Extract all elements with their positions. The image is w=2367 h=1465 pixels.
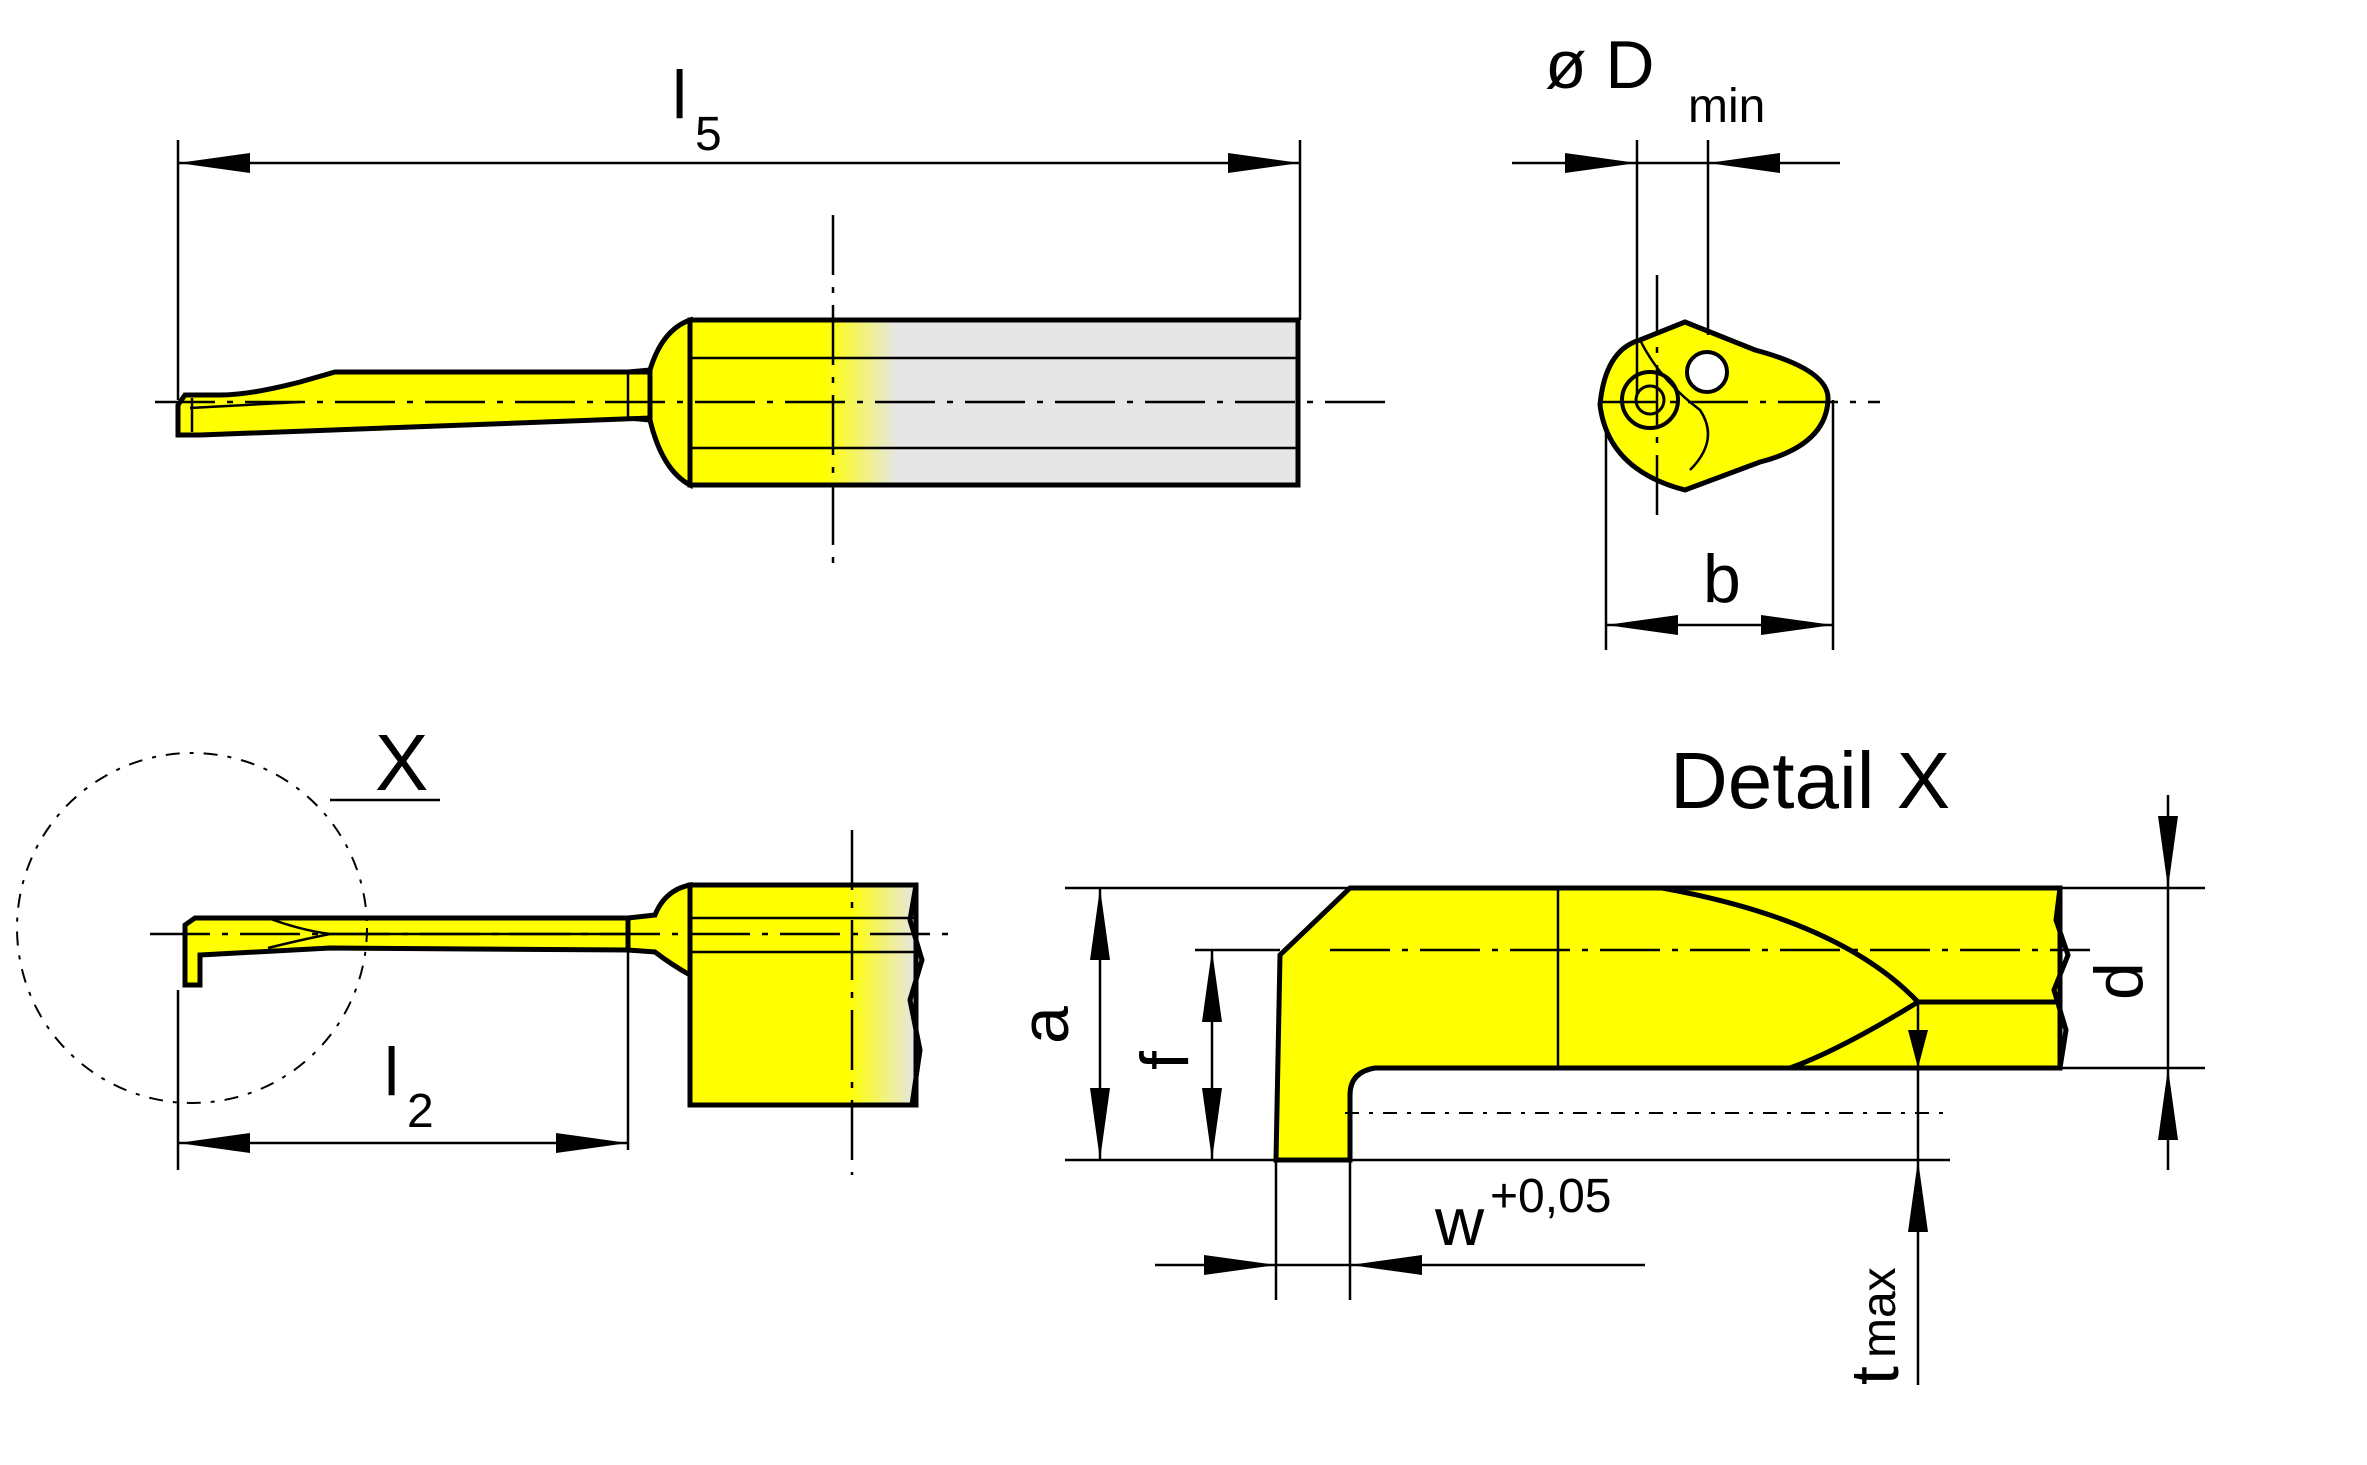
dim-l2-label: l — [384, 1034, 399, 1110]
side-view-bottom: X l 2 — [16, 718, 950, 1175]
side-view-top: l 5 — [155, 57, 1395, 565]
dim-dmin-label: ø D — [1545, 27, 1655, 103]
bar-lower — [182, 915, 631, 988]
dim-f-label: f — [1127, 1051, 1203, 1070]
end-view-profile — [1597, 319, 1831, 493]
detail-body — [1273, 885, 2063, 1163]
dim-l5-label: l — [672, 57, 687, 133]
dim-l2-subscript: 2 — [407, 1085, 434, 1138]
detail-x-view: Detail X a f d — [1007, 736, 2205, 1385]
detail-x-marker: X — [375, 718, 428, 807]
dim-w-superscript: +0,05 — [1490, 1170, 1611, 1223]
dim-tmax-label: t — [1837, 1366, 1913, 1385]
end-view: ø D min b — [1512, 27, 1880, 650]
shank-stub — [687, 882, 919, 1108]
dim-a-label: a — [1007, 1006, 1083, 1044]
detail-title: Detail X — [1670, 736, 1950, 825]
boring-bar — [175, 369, 653, 438]
neck-lower — [625, 881, 693, 980]
dim-w-label: w — [1434, 1184, 1485, 1260]
dim-dmin-subscript: min — [1688, 80, 1765, 133]
dim-l5-subscript: 5 — [695, 108, 722, 161]
dim-tmax-subscript: max — [1853, 1267, 1906, 1358]
dim-b-label: b — [1703, 541, 1741, 617]
dim-d-label: d — [2081, 962, 2157, 1000]
